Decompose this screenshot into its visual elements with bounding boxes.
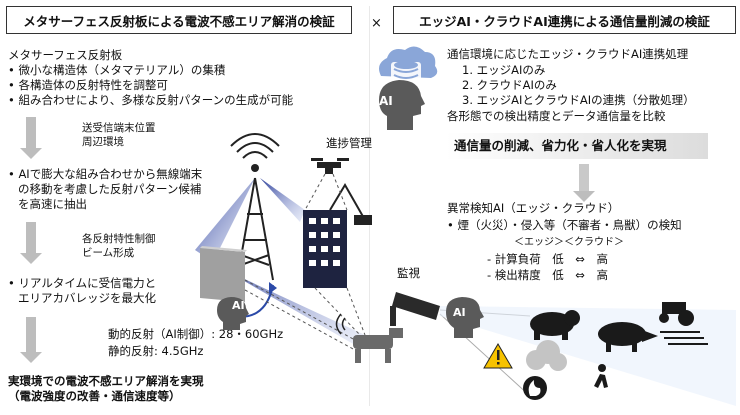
anomaly-heading: 異常検知AI（エッジ・クラウド） xyxy=(447,201,620,215)
left-title-box: メタサーフェス反射板による電波不感エリア解消の検証 xyxy=(6,6,352,34)
static-reflection: 静的反射: 4.5GHz xyxy=(108,344,204,358)
ai-head-small-icon xyxy=(217,297,249,330)
metasurface-panel-icon xyxy=(200,246,247,302)
progress-label: 進捗管理 xyxy=(326,136,372,150)
reduction-arrow-band xyxy=(446,133,708,159)
cell-tower-icon xyxy=(230,133,280,281)
right-title-box: エッジAI・クラウドAI連携による通信量削減の検証 xyxy=(393,6,736,34)
down-arrow-1 xyxy=(20,117,42,159)
warning-icon xyxy=(483,343,513,369)
detect-bullet: • 煙（火災）・侵入等（不審者・鳥獣）の検知 xyxy=(447,218,682,232)
ai-head-small-label: AI xyxy=(232,299,245,312)
item-cloud-only: 2. クラウドAIのみ xyxy=(462,78,557,92)
metasurface-illustration xyxy=(195,133,403,363)
fire-icon xyxy=(523,376,547,400)
rt-bullet-line1: • リアルタイムに受信電力と xyxy=(8,276,157,290)
center-divider xyxy=(369,6,370,406)
step2-line2: ビーム形成 xyxy=(82,247,135,259)
building-icon xyxy=(303,210,347,288)
down-arrow-right xyxy=(573,164,595,202)
reduction-text: 通信量の削減、省力化・省人化を実現 xyxy=(454,138,667,153)
conclusion-line1: 実環境での電波不感エリア解消を実現 xyxy=(8,374,204,388)
right-title: エッジAI・クラウドAI連携による通信量削減の検証 xyxy=(419,13,710,29)
bullet-patterns: • 組み合わせにより、多様な反射パターンの生成が可能 xyxy=(8,93,294,107)
step1-line1: 送受信端末位置 xyxy=(82,122,156,134)
cloud-ai-label: AI xyxy=(379,94,393,108)
item-edge-only: 1. エッジAIのみ xyxy=(462,63,546,77)
times-symbol: × xyxy=(371,16,382,31)
bullet-structure: • 微小な構造体（メタマテリアル）の集積 xyxy=(8,63,226,77)
security-camera-icon xyxy=(390,292,440,326)
signal-waves-icon xyxy=(335,313,346,335)
cloud-ai-icon xyxy=(379,46,438,130)
ai-bullet-line2: の移動を考慮した反射パターン候補 xyxy=(18,182,202,196)
beam-to-building xyxy=(260,178,305,222)
crane-icon xyxy=(329,183,372,225)
monitor-label: 監視 xyxy=(397,266,420,280)
accuracy-row: - 検出精度 低 ⇔ 高 xyxy=(487,268,608,282)
step1-line2: 周辺環境 xyxy=(82,136,124,148)
robot-dog-icon xyxy=(353,328,403,363)
smoke-icon xyxy=(526,340,567,371)
ai-bullet-line3: を高速に抽出 xyxy=(18,197,87,211)
bear-icon xyxy=(530,310,580,340)
field-rows-icon xyxy=(660,331,708,345)
compare-text: 各形態での検出精度とデータ通信量を比較 xyxy=(447,109,666,123)
beam-to-panel xyxy=(195,178,255,262)
tractor-icon xyxy=(659,302,694,326)
bullet-adjustable: • 各構造体の反射特性を調整可 xyxy=(8,78,168,92)
dynamic-reflection: 動的反射（AI制御）: 28・60GHz xyxy=(108,327,284,341)
rt-bullet-line2: エリアカバレッジを最大化 xyxy=(18,291,156,305)
edge-cloud-heading: 通信環境に応じたエッジ・クラウドAI連携処理 xyxy=(447,47,689,61)
down-arrow-3 xyxy=(20,317,42,363)
ai-head-camera-label: AI xyxy=(453,306,466,319)
drone-icon xyxy=(311,158,349,174)
metasurface-heading: メタサーフェス反射板 xyxy=(8,48,123,62)
load-row: - 計算負荷 低 ⇔ 高 xyxy=(487,252,608,266)
conclusion-line2: （電波強度の改善・通信速度等） xyxy=(8,389,181,403)
ai-bullet-line1: • AIで膨大な組み合わせから無線端末 xyxy=(8,167,203,181)
boar-icon xyxy=(598,322,658,352)
monitoring-illustration xyxy=(390,292,736,406)
step2-line1: 各反射特性制御 xyxy=(82,233,156,245)
edge-cloud-columns: ＜エッジ＞＜クラウド＞ xyxy=(514,237,624,248)
left-title: メタサーフェス反射板による電波不感エリア解消の検証 xyxy=(23,13,335,29)
walking-person-icon xyxy=(594,364,608,388)
item-distributed: 3. エッジAIとクラウドAIの連携（分散処理） xyxy=(462,93,695,107)
down-arrow-2 xyxy=(20,222,42,264)
ai-head-camera-icon xyxy=(446,297,484,338)
